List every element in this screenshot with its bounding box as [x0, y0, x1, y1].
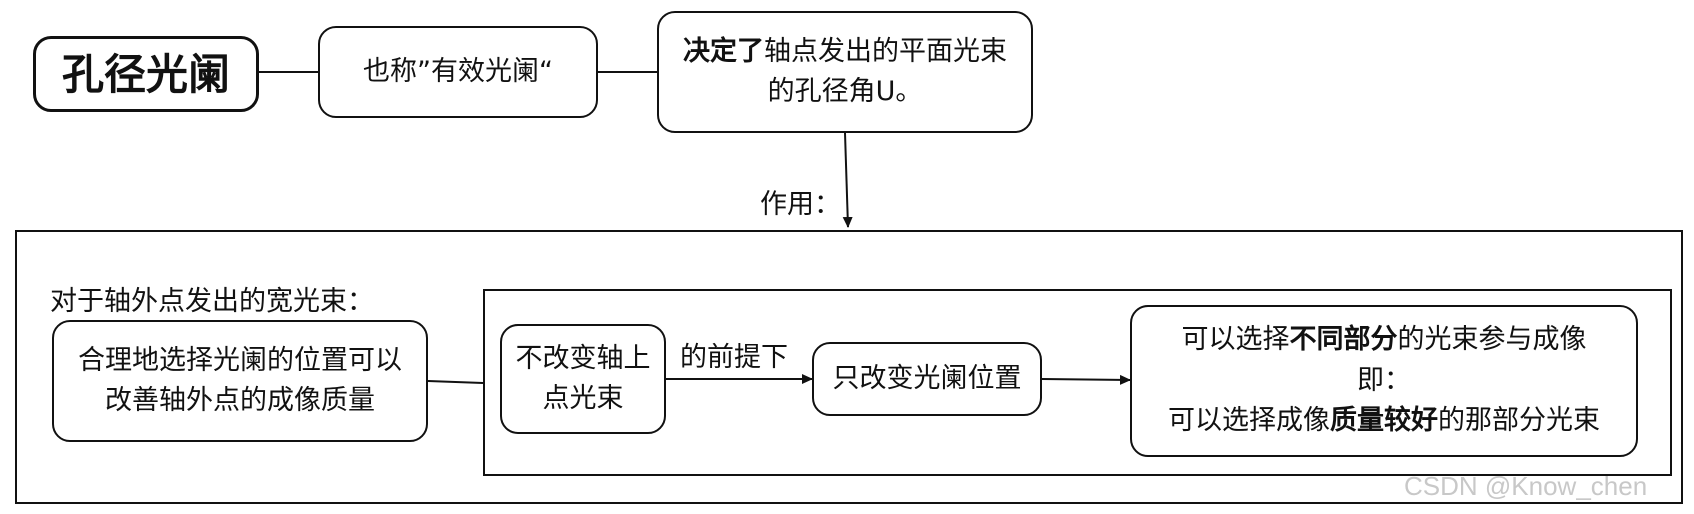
- left-box: 合理地选择光阑的位置可以 改善轴外点的成像质量: [52, 320, 428, 442]
- decides-line-1: 决定了轴点发出的平面光束: [683, 32, 1007, 73]
- watermark: CSDN @Know_chen: [1404, 471, 1648, 501]
- move-text: 只改变光阑位置: [832, 362, 1022, 394]
- cond-box: 不改变轴上 点光束: [500, 324, 666, 434]
- left-line-1: 合理地选择光阑的位置可以: [78, 344, 402, 376]
- result-l1-bold: 不同部分: [1289, 324, 1398, 356]
- decides-bold: 决定了: [683, 35, 764, 67]
- result-l1-post: 的光束参与成像: [1397, 324, 1587, 356]
- left-line-2: 改善轴外点的成像质量: [105, 385, 375, 416]
- title-box: 孔径光阑: [33, 36, 259, 112]
- result-l3-post: 的那部分光束: [1438, 405, 1600, 437]
- result-line-3: 可以选择成像质量较好的那部分光束: [1168, 401, 1600, 442]
- alias-text: 也称”有效光阑“: [363, 55, 553, 87]
- result-l1-pre: 可以选择: [1181, 324, 1290, 356]
- arrow-to-role: [842, 132, 853, 228]
- decides-box: 决定了轴点发出的平面光束 的孔径角U。: [657, 11, 1033, 133]
- result-line-1: 可以选择不同部分的光束参与成像: [1168, 320, 1600, 361]
- connector-left-inner: [427, 380, 484, 384]
- outer-frame: [15, 230, 1683, 504]
- arrow-move-result: [1041, 374, 1131, 385]
- result-line-2: 即：: [1357, 364, 1411, 396]
- result-box: 可以选择不同部分的光束参与成像 即： 可以选择成像质量较好的那部分光束: [1130, 305, 1638, 457]
- move-box: 只改变光阑位置: [812, 342, 1042, 416]
- role-label: 作用：: [760, 189, 841, 220]
- outer-heading: 对于轴外点发出的宽光束：: [50, 286, 374, 317]
- title-text: 孔径光阑: [61, 49, 230, 99]
- inner-frame: [483, 289, 1672, 476]
- decides-rest: 轴点发出的平面光束: [764, 35, 1007, 67]
- decides-line-2: 的孔径角U。: [767, 76, 923, 107]
- result-l3-pre: 可以选择成像: [1168, 405, 1330, 437]
- result-l3-bold: 质量较好: [1330, 405, 1438, 437]
- alias-box: 也称”有效光阑“: [318, 26, 598, 118]
- cond-label: 的前提下: [680, 342, 788, 373]
- cond-line-2: 点光束: [542, 383, 624, 414]
- cond-line-1: 不改变轴上: [515, 342, 651, 374]
